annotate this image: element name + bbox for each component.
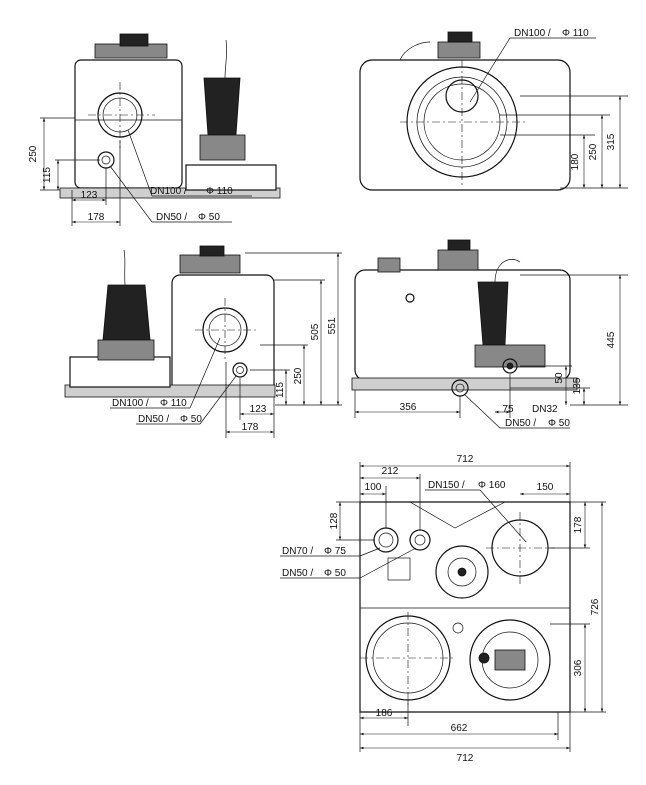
callout-dn100-dn: DN100 / — [112, 398, 149, 409]
view-mid-left: 115 250 505 551 123 178 DN100 / Φ 110 DN… — [64, 245, 342, 438]
callout-dn50-dn: DN50 / — [505, 418, 536, 429]
callout-dn70-phi: Φ 75 — [324, 546, 346, 557]
dim-250: 250 — [588, 143, 599, 160]
callout-dn70-dn: DN70 / — [282, 546, 313, 557]
callout-dn50-phi: Φ 50 — [548, 418, 570, 429]
callout-dn70: DN70 / Φ 75 — [280, 546, 381, 557]
view-top-right: 180 250 315 DN100 / Φ 110 — [359, 28, 628, 191]
dim-445: 445 — [606, 331, 617, 348]
tank-body — [351, 239, 578, 391]
dim-662: 662 — [451, 723, 468, 734]
dim-178: 178 — [573, 516, 584, 533]
dim-315: 315 — [606, 133, 617, 150]
dim-712-top: 712 — [457, 454, 474, 465]
dim-178: 178 — [88, 212, 105, 223]
cover-flange — [400, 60, 525, 185]
dim-551: 551 — [327, 317, 338, 334]
tank-body — [359, 31, 571, 191]
callout-dn50: DN50 / Φ 50 — [463, 393, 570, 429]
dim-128: 128 — [329, 512, 340, 529]
dim-123: 123 — [81, 190, 98, 201]
label-dn32: DN32 — [532, 404, 558, 415]
dim-186: 186 — [376, 708, 393, 719]
dim-306: 306 — [573, 659, 584, 676]
callout-dn150: DN150 / Φ 160 — [425, 480, 527, 543]
dim-75: 75 — [502, 404, 514, 415]
dim-135: 135 — [572, 377, 583, 394]
outlet-dn50 — [232, 362, 248, 378]
callout-dn100: DN100 / Φ 110 — [110, 337, 221, 409]
dim-505: 505 — [310, 323, 321, 340]
dim-150: 150 — [537, 482, 554, 493]
center-flange — [435, 545, 489, 599]
dimensions — [40, 117, 121, 226]
dim-100: 100 — [365, 482, 382, 493]
dim-250: 250 — [293, 367, 304, 384]
dim-712-bottom: 712 — [457, 753, 474, 764]
callout-dn50-dn: DN50 / — [282, 568, 313, 579]
dim-50: 50 — [554, 372, 565, 384]
callout-dn50: DN50 / Φ 50 — [136, 375, 237, 425]
dimensions — [354, 274, 628, 418]
view-bottom: 712 212 100 150 128 178 726 306 186 662 … — [280, 454, 606, 764]
dim-726: 726 — [590, 598, 601, 615]
callout-dn50-phi: Φ 50 — [180, 414, 202, 425]
dim-115: 115 — [275, 382, 286, 398]
callout-dn150-dn: DN150 / — [428, 480, 465, 491]
view-top-left: 250 115 123 178 DN100 / Φ 110 DN50 / Φ 5… — [28, 33, 281, 226]
callout-dn50-dn: DN50 / — [138, 414, 169, 425]
inlet-flange — [195, 298, 258, 362]
dim-212: 212 — [382, 466, 399, 477]
tank-body — [59, 33, 281, 199]
dim-180: 180 — [570, 153, 581, 170]
pump-cover — [469, 619, 551, 701]
dim-115: 115 — [42, 167, 53, 183]
outlet-dn32 — [502, 358, 518, 374]
callout-dn150-phi: Φ 160 — [478, 480, 506, 491]
dimensions — [336, 462, 606, 752]
dim-250: 250 — [28, 145, 39, 162]
callout-dn100: DN100 / Φ 110 — [469, 28, 596, 103]
dim-123: 123 — [250, 404, 267, 415]
dim-356: 356 — [400, 402, 417, 413]
callout-dn100-phi: Φ 110 — [160, 398, 187, 409]
view-mid-right: 50 135 445 356 75 DN32 DN50 / Φ 50 — [351, 239, 628, 429]
pump-unit — [97, 249, 155, 361]
callout-dn50-phi: Φ 50 — [324, 568, 346, 579]
vent-port — [452, 622, 464, 634]
callout-dn100-phi: Φ 110 — [562, 28, 589, 39]
dimensions — [500, 95, 628, 189]
callout-dn100-dn: DN100 / — [514, 28, 551, 39]
callout-dn100: DN100 / Φ 110 — [127, 129, 252, 197]
dim-178: 178 — [242, 422, 259, 433]
callout-dn50: DN50 / Φ 50 — [280, 547, 417, 579]
callout-dn100-dn: DN100 / — [150, 186, 187, 197]
pump-unit — [199, 39, 246, 161]
tank-body — [64, 245, 276, 398]
tank-outline — [359, 501, 571, 713]
callout-dn50: DN50 / Φ 50 — [109, 165, 232, 223]
callout-dn100-phi: Φ 110 — [206, 186, 233, 197]
callout-dn50-dn: DN50 / — [156, 212, 187, 223]
inlet-flange — [88, 82, 155, 148]
dimensions — [225, 252, 342, 438]
callout-dn50-phi: Φ 50 — [198, 212, 220, 223]
pump-unit — [474, 259, 546, 368]
control-panel — [387, 557, 411, 581]
